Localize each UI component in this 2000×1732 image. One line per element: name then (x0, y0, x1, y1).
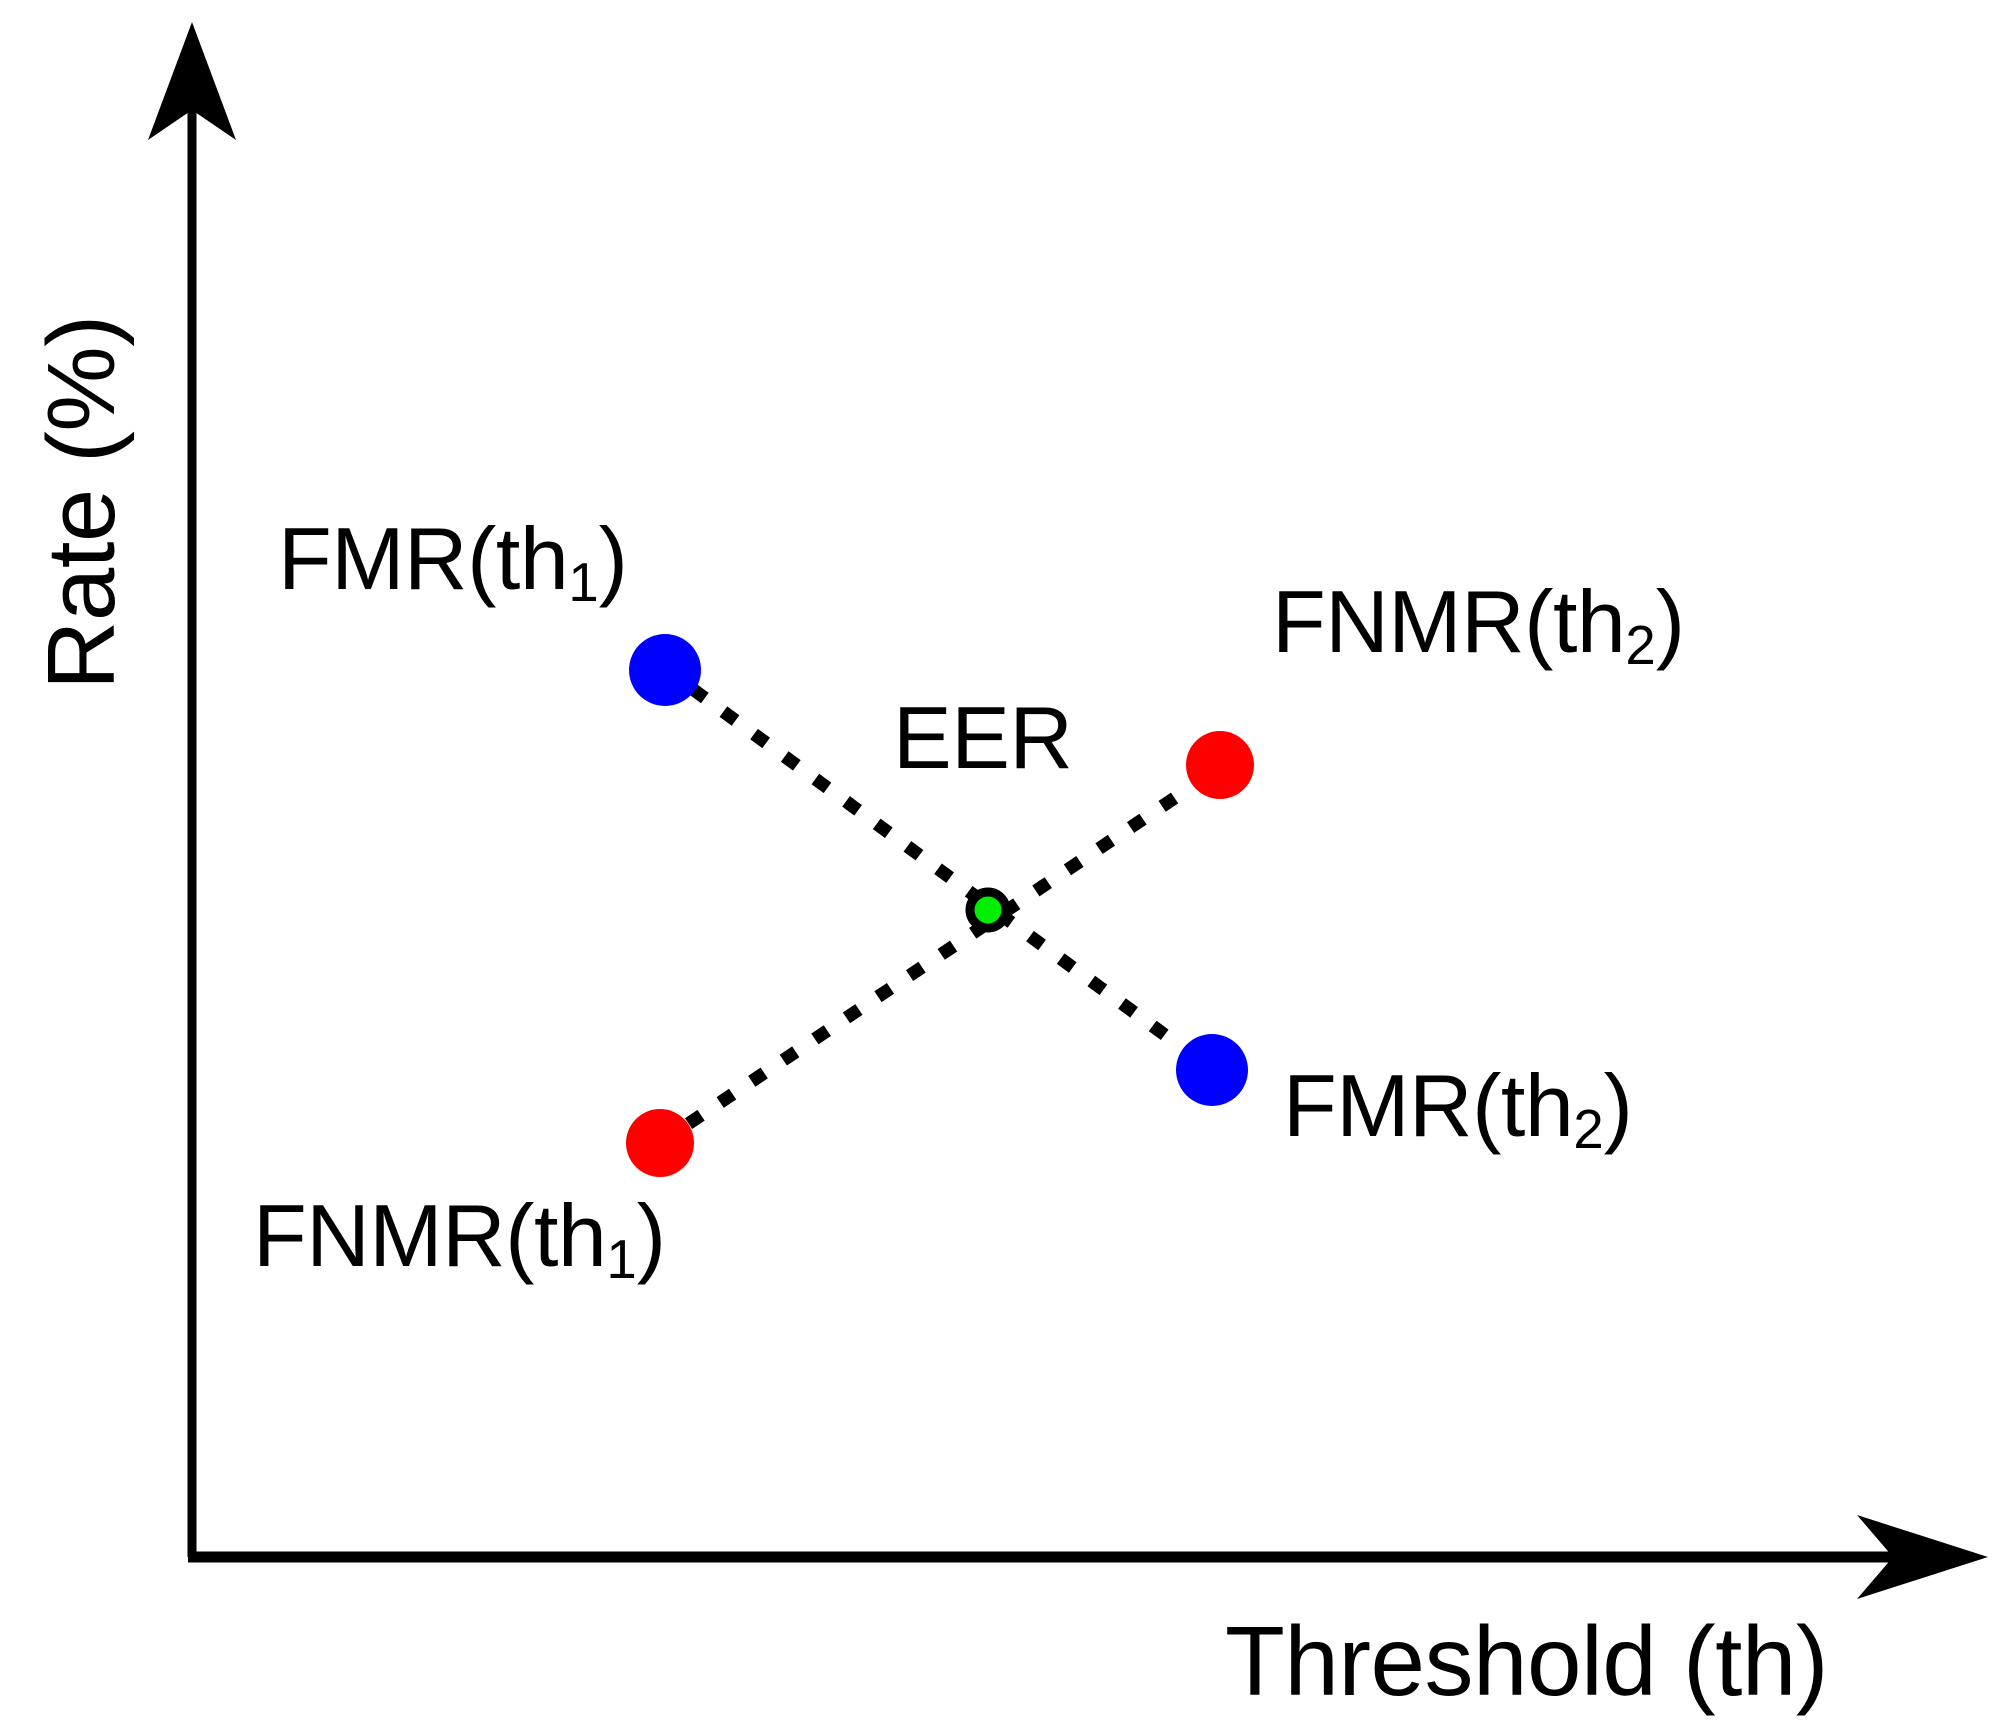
annotation-fmr-th2-sub: 2 (1573, 1099, 1604, 1160)
annotation-fmr-th1-sub: 1 (568, 552, 599, 613)
point-eer[interactable] (965, 887, 1011, 933)
point-fmr-th1[interactable] (629, 634, 701, 706)
annotation-fnmr-th1-close: ) (636, 1186, 666, 1285)
annotation-fnmr-th2: FNMR(th2) (1272, 578, 1685, 673)
y-axis-label: Rate (%) (28, 315, 135, 690)
fnmr-dotted-line (684, 779, 1198, 1130)
x-axis-label: Threshold (th) (1225, 1612, 1829, 1710)
annotation-eer: EER (893, 694, 1073, 782)
annotation-fmr-th1-close: ) (598, 509, 628, 608)
annotation-fnmr-th2-close: ) (1655, 572, 1685, 671)
annotation-fmr-th2-close: ) (1603, 1056, 1633, 1155)
annotation-fmr-th1-base: FMR(th (278, 509, 569, 608)
annotation-fnmr-th2-sub: 2 (1625, 615, 1656, 676)
annotation-fmr-th2-base: FMR(th (1283, 1056, 1574, 1155)
annotation-fnmr-th1: FNMR(th1) (253, 1192, 666, 1287)
fmr-dotted-line (688, 683, 1190, 1056)
point-fnmr-th2[interactable] (1186, 731, 1254, 799)
annotation-fmr-th2: FMR(th2) (1283, 1062, 1633, 1157)
annotation-fnmr-th1-base: FNMR(th (253, 1186, 607, 1285)
annotation-eer-text: EER (893, 688, 1073, 787)
y-axis-arrowhead (148, 22, 236, 140)
point-fmr-th2[interactable] (1176, 1034, 1248, 1106)
y-axis-label-text: Rate (%) (28, 315, 135, 690)
x-axis-label-text: Threshold (th) (1225, 1606, 1829, 1716)
annotation-fmr-th1: FMR(th1) (278, 515, 628, 610)
annotation-fnmr-th1-sub: 1 (606, 1229, 637, 1290)
x-axis-arrowhead (1857, 1515, 1988, 1599)
annotation-fnmr-th2-base: FNMR(th (1272, 572, 1626, 671)
point-fnmr-th1[interactable] (626, 1109, 694, 1177)
